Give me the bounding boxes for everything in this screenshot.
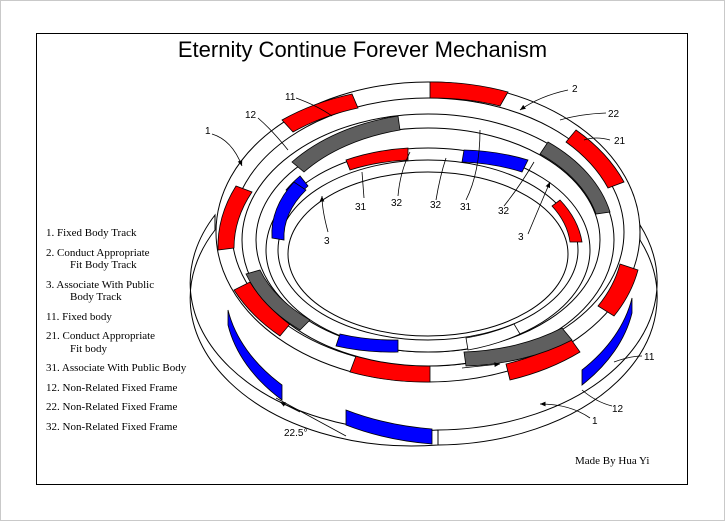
inner-opening (287, 171, 569, 337)
callout-32-a: 32 (391, 198, 403, 209)
legend-entry: 32. Non-Related Fixed Frame (46, 421, 236, 434)
callout-1-bottom: 1 (592, 416, 598, 427)
legend-line: 3. Associate With Public (46, 278, 155, 291)
legend-line: 2. Conduct Appropriate (46, 246, 150, 259)
legend-line: 11. Fixed body (46, 310, 112, 323)
legend-line: 21. Conduct Appropriate (46, 330, 156, 342)
callout-labels: 1 11 12 2 22 21 31 32 32 31 32 3 3 11 12… (205, 84, 655, 439)
diagram-title: Eternity Continue Forever Mechanism (177, 37, 548, 62)
legend-entry: 11. Fixed body (46, 311, 236, 324)
callout-2-top: 2 (572, 84, 578, 95)
callout-11-top: 11 (285, 92, 296, 103)
legend-line: Fit body (70, 342, 107, 355)
callout-32-b: 32 (430, 200, 442, 211)
callout-21-right: 21 (614, 136, 626, 147)
callout-11-right: 11 (644, 352, 655, 363)
callout-22-top: 22 (608, 109, 620, 120)
outer-ring-side (189, 213, 658, 447)
callout-3-left: 3 (324, 236, 330, 247)
legend-entry: 31. Associate With Public Body (46, 362, 236, 375)
callout-1-top: 1 (205, 126, 211, 137)
leader-lines (211, 89, 643, 437)
legend-entry: 22. Non-Related Fixed Frame (46, 401, 236, 414)
legend: 1. Fixed Body Track 2. Conduct Appropriat… (46, 227, 236, 440)
legend-entry: 1. Fixed Body Track (46, 227, 236, 240)
callout-31-b: 31 (460, 202, 472, 213)
credit-text: Made By Hua Yi (575, 455, 650, 467)
callout-32-c: 32 (498, 206, 510, 217)
callout-12-top: 12 (245, 110, 257, 121)
legend-line: 32. Non-Related Fixed Frame (46, 420, 178, 433)
callout-31-a: 31 (355, 202, 367, 213)
legend-entry: 12. Non-Related Fixed Frame (46, 382, 236, 395)
legend-line: 31. Associate With Public Body (46, 362, 187, 374)
legend-line: 12. Non-Related Fixed Frame (46, 381, 178, 394)
angle-label: 22.5° (284, 428, 307, 439)
legend-line: Fit Body Track (70, 259, 137, 271)
callout-12-right: 12 (612, 404, 624, 415)
legend-line: Body Track (70, 291, 122, 303)
legend-line: 22. Non-Related Fixed Frame (46, 401, 178, 413)
callout-3-right: 3 (518, 232, 524, 243)
legend-line: 1. Fixed Body Track (46, 227, 137, 239)
